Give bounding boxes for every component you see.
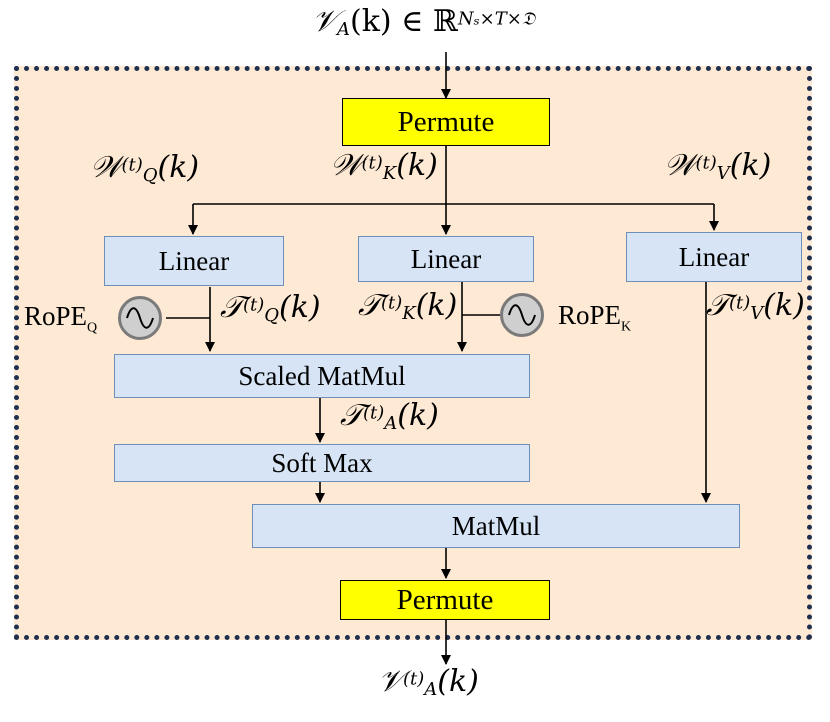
weight-k-label: 𝒲(t)K(k) <box>330 148 438 185</box>
linear-q-box: Linear <box>104 236 284 286</box>
tensor-k-label: 𝒯(t)K(k) <box>358 288 458 325</box>
softmax-box: Soft Max <box>114 444 530 482</box>
matmul-box: MatMul <box>252 504 740 548</box>
linear-k-box: Linear <box>358 236 534 282</box>
tensor-q-label: 𝒯(t)Q(k) <box>220 290 321 327</box>
rope-q-label: RoPEQ <box>24 301 98 336</box>
rope-q-oscillator-icon <box>118 296 162 340</box>
permute-bottom-box: Permute <box>340 580 550 620</box>
linear-v-box: Linear <box>626 232 802 282</box>
permute-top-box: Permute <box>342 98 550 146</box>
weight-v-label: 𝒲(t)V(k) <box>664 148 772 185</box>
rope-k-label: RoPEK <box>558 300 632 335</box>
scaled-matmul-box: Scaled MatMul <box>114 354 530 398</box>
tensor-v-label: 𝒯(t)V(k) <box>706 288 805 325</box>
output-label: 𝒱(t)A(k) <box>378 664 479 701</box>
tensor-a-label: 𝒯(t)A(k) <box>340 398 439 435</box>
weight-q-label: 𝒲(t)Q(k) <box>90 150 200 187</box>
rope-k-oscillator-icon <box>500 293 544 337</box>
input-label: 𝒱A(k) ∈ ℝNₛ×T×𝔇 <box>312 4 536 41</box>
